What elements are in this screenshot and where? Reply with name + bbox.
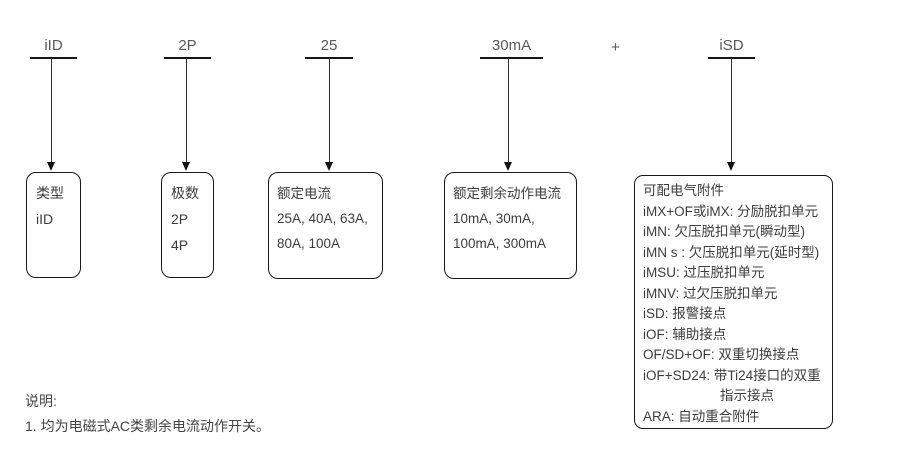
arrow-down-icon (325, 162, 333, 171)
accessory-item: iMN s : 欠压脱扣单元(延时型) (643, 244, 820, 260)
connector-line (329, 59, 330, 162)
code-label-poles: 2P (164, 35, 211, 59)
arrow-down-icon (182, 162, 190, 171)
note-item: 1. 均为电磁式AC类剩余电流动作开关。 (25, 418, 271, 434)
box-line: iID (36, 211, 54, 227)
box-line: 80A, 100A (277, 236, 341, 251)
code-label-accessory: iSD (708, 35, 755, 59)
accessory-item: iOF: 辅助接点 (643, 326, 727, 342)
accessory-item: iMN: 欠压脱扣单元(瞬动型) (643, 224, 805, 239)
poles-box: 极数 2P 4P (161, 172, 214, 278)
type-box: 类型 iID (26, 172, 81, 278)
box-line: 极数 (171, 185, 199, 201)
accessory-item-continuation: 指示接点 (720, 388, 774, 403)
box-line: 2P (171, 211, 189, 227)
connector-line (186, 59, 187, 162)
notes-title: 说明: (25, 393, 57, 409)
accessory-item: iMX+OF或iMX: 分励脱扣单元 (643, 203, 819, 219)
box-line: 类型 (36, 185, 64, 201)
arrow-down-icon (47, 162, 55, 171)
box-line: 100mA, 300mA (453, 236, 547, 251)
accessory-item: iMNV: 过欠压脱扣单元 (643, 285, 778, 301)
box-line: 4P (171, 237, 189, 253)
code-label-type: iID (30, 35, 77, 59)
accessory-item: OF/SD+OF: 双重切换接点 (643, 347, 800, 362)
arrow-down-icon (727, 162, 735, 171)
plus-sign: + (611, 39, 620, 56)
accessory-item: ARA: 自动重合附件 (643, 408, 760, 424)
rated-current-box: 额定电流 25A, 40A, 63A, 80A, 100A (268, 172, 383, 279)
code-label-rated-current: 25 (305, 35, 353, 59)
connector-line (731, 59, 732, 162)
box-line: 额定剩余动作电流 (453, 186, 561, 201)
accessory-item: iMSU: 过压脱扣单元 (643, 265, 765, 280)
residual-current-box: 额定剩余动作电流 10mA, 30mA, 100mA, 300mA (444, 172, 577, 279)
accessories-box-title: 可配电气附件 (643, 183, 724, 198)
box-line: 10mA, 30mA, (453, 211, 535, 226)
code-label-residual-current: 30mA (480, 35, 543, 59)
box-line: 25A, 40A, 63A, (277, 211, 368, 226)
box-line: 额定电流 (277, 186, 331, 201)
connector-line (508, 59, 509, 162)
accessory-item: iSD: 报警接点 (643, 306, 727, 321)
connector-line (51, 59, 52, 162)
accessory-item: iOF+SD24: 带Ti24接口的双重 (643, 367, 821, 383)
arrow-down-icon (504, 162, 512, 171)
accessories-box: 可配电气附件 iMX+OF或iMX: 分励脱扣单元 iMN: 欠压脱扣单元(瞬动… (634, 175, 833, 429)
